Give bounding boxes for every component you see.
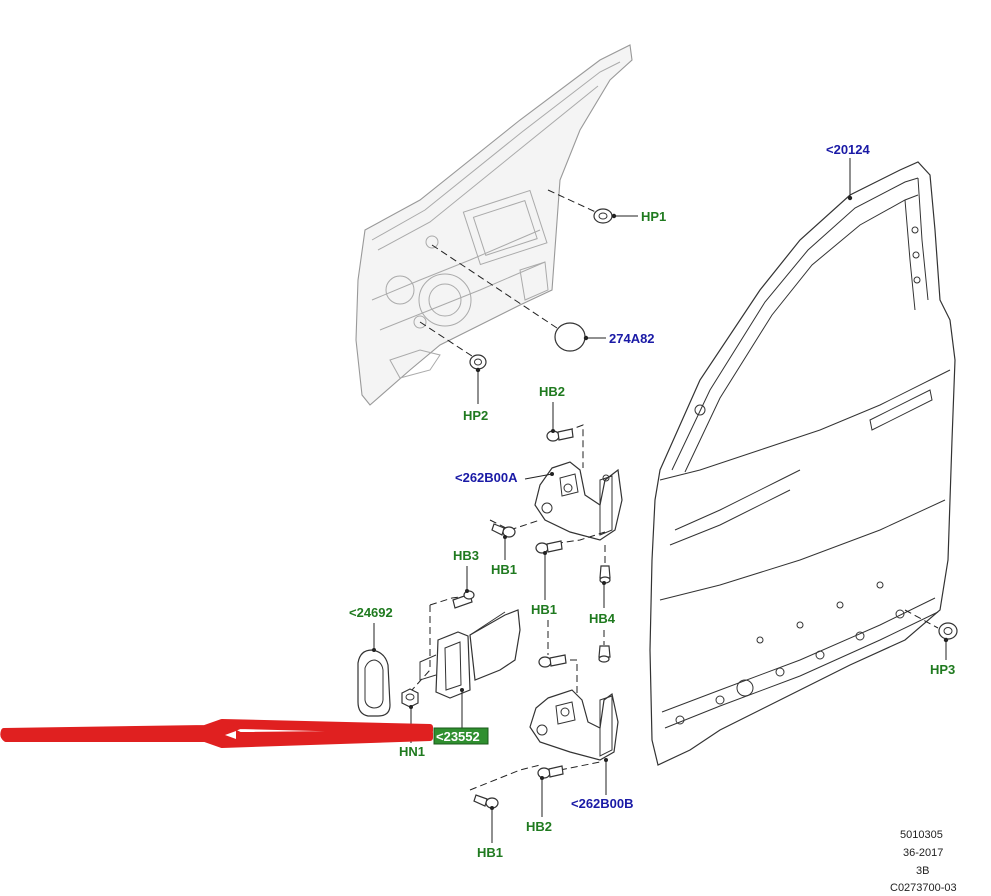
label-hp3: HP3 [930,662,955,677]
door-shell-20124 [649,161,956,766]
hb1-bottom-bolt [473,794,499,843]
hb2-bottom-bolt [537,765,564,817]
seal-24692 [357,623,391,717]
hb4-stud [598,545,611,663]
274a82-seal-ring [554,322,606,352]
hb1-bolt-b [535,540,563,600]
lower-hinge-262b00b [529,689,619,761]
hb1-bolt-c [538,654,567,668]
check-strap-23552 [419,609,521,699]
drawing-reference-block: 5010305 36-2017 3B C0273700-03 [890,829,957,894]
label-262b00b: <262B00B [571,796,634,811]
reference-line-3: 3B [916,865,929,877]
upper-hinge-262b00a [534,461,623,541]
reference-line-2: 36-2017 [903,847,943,859]
label-274a82: 274A82 [609,331,655,346]
hb3-bolt [452,566,475,609]
label-hb3: HB3 [453,548,479,563]
reference-line-4: C0273700-03 [890,882,957,894]
label-hb1-b: HB1 [531,602,557,617]
label-hb4: HB4 [589,611,616,626]
label-hp2: HP2 [463,408,488,423]
reference-line-1: 5010305 [900,829,943,841]
label-hb1-a: HB1 [491,562,517,577]
label-hb1-bottom: HB1 [477,845,503,860]
label-20124: <20124 [826,142,871,157]
inner-door-panel [355,44,633,406]
hp1-plug [593,208,638,224]
highlighted-part-23552: <23552 [433,727,489,745]
label-23552: <23552 [436,729,480,744]
label-hn1: HN1 [399,744,425,759]
red-pointer-arrow [0,719,433,748]
label-24692: <24692 [349,605,393,620]
label-hb2-top: HB2 [539,384,565,399]
label-262b00a: <262B00A [455,470,518,485]
label-hb2-bottom: HB2 [526,819,552,834]
hb2-top-bolt [546,402,574,442]
label-hp1: HP1 [641,209,666,224]
hp3-plug [938,622,958,660]
hb1-bolt-a [491,523,516,560]
hp2-plug [469,354,487,404]
